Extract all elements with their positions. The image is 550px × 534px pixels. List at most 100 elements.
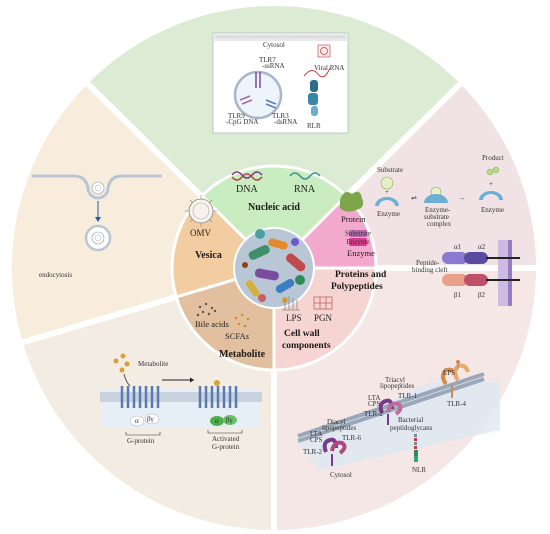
g-alpha-left — [129, 415, 145, 427]
rlr-receptor-icon — [308, 80, 318, 116]
tlr3-receptor-icon — [265, 99, 277, 109]
endocytosis-arrow-icon — [95, 217, 101, 222]
substrate-icon — [380, 176, 394, 190]
endosome-icon — [233, 70, 283, 120]
vesica-title: Vesica — [195, 250, 222, 261]
cytosol-label-top: Cytosol — [263, 41, 285, 49]
inner-nucleic: DNA RNA Nucleic acid — [231, 171, 321, 213]
peptide-cleft-label-1: Peptide- — [416, 259, 440, 267]
metabolite-title: Metabolite — [219, 349, 266, 360]
inner-vesica: OMV Vesica — [185, 195, 222, 261]
svg-text:substrate: substrate — [424, 213, 449, 221]
rna-label: RNA — [294, 184, 316, 195]
peptidoglycan-icon — [414, 434, 417, 449]
enzyme-panel: Substrate + Enzyme ⇌ Enzyme- substrate c… — [375, 154, 520, 306]
lps-label: LPS — [286, 313, 302, 323]
endocytosis-membrane — [32, 174, 162, 200]
inner-metabolite: Bile acids SCFAs Metabolite — [195, 302, 266, 360]
omv-label: OMV — [190, 228, 212, 238]
cps-bottom-label: CPS — [310, 436, 323, 444]
scfas-label: SCFAs — [225, 331, 249, 341]
nlr-receptor-icon — [414, 450, 418, 462]
tlr9-receptor-icon — [239, 95, 253, 105]
nucleic-panel: Cytosol TLR7 -ssRNA TLR9 -CpG DNA TLR3 -… — [212, 32, 349, 134]
inner-proteins: Protein Substrate Enzyme Enzyme Proteins… — [331, 191, 387, 292]
gpcr-right-icon — [198, 386, 238, 408]
activation-arrow-icon — [190, 377, 194, 383]
proteins-title-line1: Proteins and — [335, 270, 387, 280]
bound-metabolite-icon — [214, 380, 220, 386]
diacyl-label-1: Diacyl — [327, 418, 346, 426]
enzyme-right-icon — [479, 191, 503, 200]
omv-icon — [185, 195, 217, 227]
svg-text:α: α — [215, 417, 219, 425]
g-betagamma-left — [144, 413, 160, 425]
lps-icon — [282, 296, 300, 311]
tlr2-top-label: TLR-2 — [364, 410, 384, 418]
g-alpha-right — [210, 416, 224, 426]
beta2-label: β2 — [478, 291, 486, 299]
tlr1-tlr2-receptor-icon — [378, 398, 403, 425]
diacyl-label-2: lipopeptides — [322, 424, 356, 432]
vesicle-top-icon — [91, 181, 105, 195]
cytosol-bottom-label: Cytosol — [330, 471, 352, 479]
nucleic-acid-title: Nucleic acid — [248, 202, 300, 213]
enzyme-right-label: Enzyme — [481, 206, 504, 214]
svg-text:⇌: ⇌ — [411, 194, 417, 202]
dsrna-label: -dsRNA — [274, 118, 297, 126]
mhc-alpha2-domain — [464, 252, 488, 264]
tlr1-label: TLR-1 — [398, 392, 418, 400]
mhc-beta1-domain — [442, 274, 468, 286]
svg-text:α: α — [135, 417, 139, 425]
membrane-icon — [498, 240, 508, 306]
enzyme-left-label: Enzyme — [377, 210, 400, 218]
pgn-label: PGN — [314, 313, 333, 323]
bile-acids-dots — [196, 302, 217, 317]
tlr6-tlr2-receptor-icon — [322, 437, 347, 466]
vesica-panel: endocytosis — [32, 174, 162, 279]
microbiome-center — [233, 227, 315, 309]
wedge-nucleic-inner — [202, 166, 346, 268]
lps-top-label: LPS — [443, 369, 455, 377]
activated-label-1: Activated — [212, 435, 240, 443]
metabolite-dots — [113, 353, 130, 373]
vesicle-bottom-icon — [84, 224, 112, 252]
tlr7-label: TLR7 — [259, 56, 276, 64]
proteins-title-line2: Polypeptides — [331, 282, 383, 292]
svg-text:+: + — [385, 188, 389, 196]
cellwall-title-line2: components — [282, 341, 331, 351]
rna-strand-icon — [289, 172, 321, 180]
svg-text:Enzyme: Enzyme — [347, 238, 370, 246]
svg-text:+: + — [489, 180, 493, 188]
lta-top-label: LTA — [368, 394, 380, 402]
tlr4-label: TLR-4 — [447, 400, 467, 408]
svg-text:Enzyme-: Enzyme- — [425, 206, 451, 214]
rlr-label: RLR — [307, 122, 321, 130]
svg-text:βγ: βγ — [147, 415, 154, 423]
svg-text:βγ: βγ — [226, 416, 233, 424]
cpg-dna-label: -CpG DNA — [226, 118, 258, 126]
metabolite-panel: Metabolite α βγ G-protein α βγ Activated… — [100, 353, 262, 451]
protein-icon — [340, 191, 364, 212]
enzyme-label: Enzyme — [347, 248, 375, 258]
alpha2-label: α2 — [478, 243, 486, 251]
activated-label-2: G-protein — [212, 443, 240, 451]
substrate-small-icon — [349, 230, 367, 237]
metabolite-label: Metabolite — [138, 360, 168, 368]
nlr-label: NLR — [412, 466, 426, 474]
scfas-dots — [234, 313, 250, 328]
svg-text:→: → — [458, 194, 465, 202]
cps-top-label: CPS — [368, 400, 381, 408]
cellwall-panel: LPS TLR-4 Triacyl lipopeptides TLR-1 LTA… — [297, 360, 500, 479]
bacterial-label-2: peptidoglycans — [390, 424, 433, 432]
inner-cellwall: LPS PGN Cell wall components — [282, 296, 333, 351]
ssrna-label: -ssRNA — [262, 62, 285, 70]
alpha1-label: α1 — [454, 243, 462, 251]
viral-rna-strand — [303, 67, 331, 78]
svg-text:Substrate: Substrate — [345, 230, 371, 238]
gpcr-left-icon — [120, 386, 160, 408]
cytosol-region — [298, 382, 500, 470]
bacterial-label-1: Bacterial — [398, 416, 423, 424]
mhc-alpha1-domain — [442, 252, 468, 264]
